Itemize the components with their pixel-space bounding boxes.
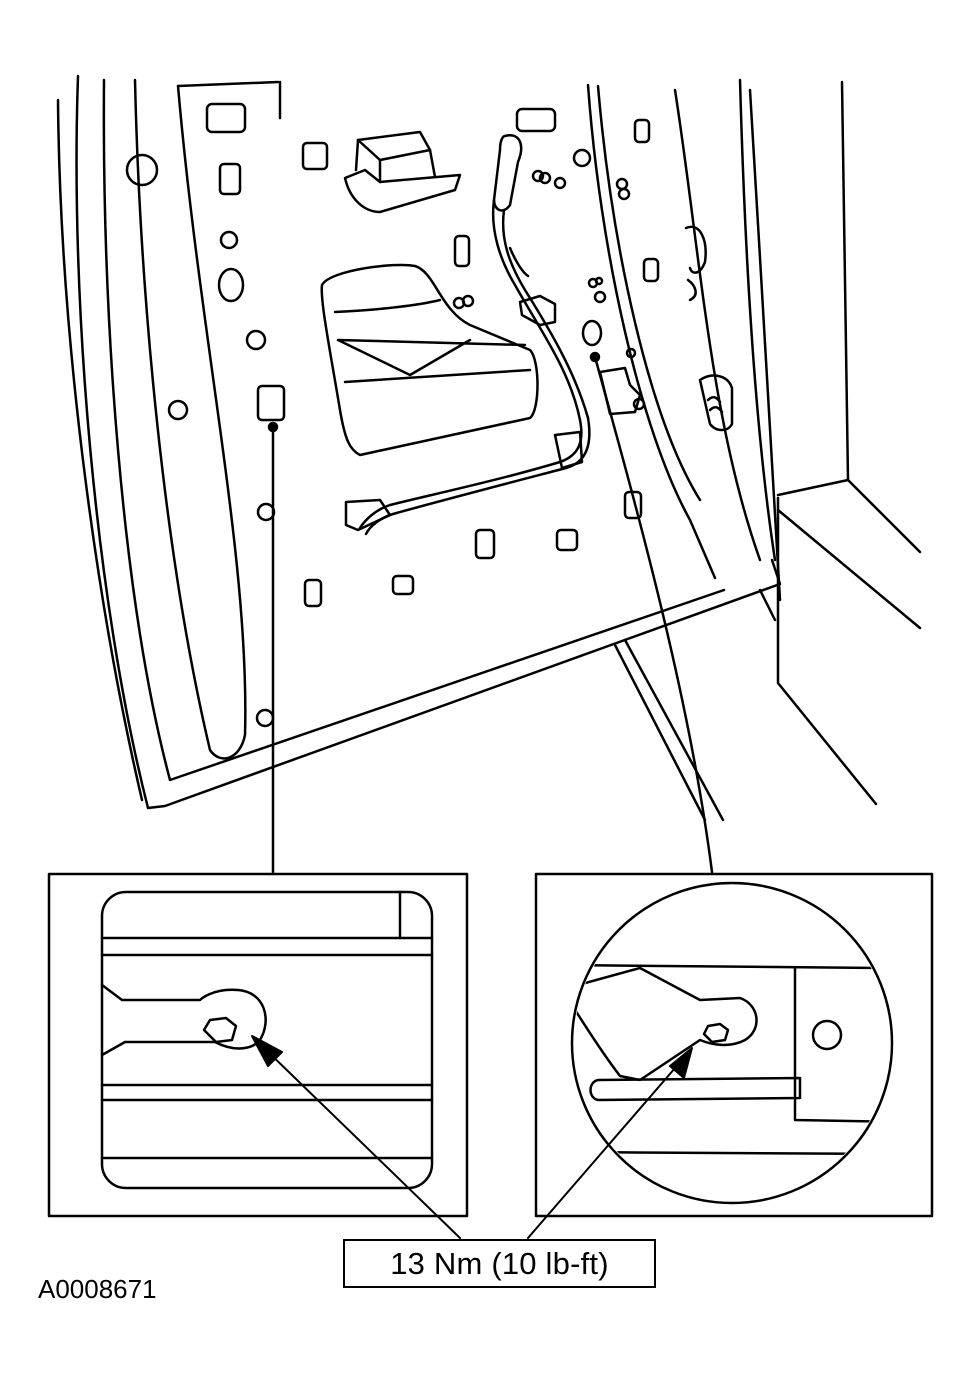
panel-slot xyxy=(453,234,471,268)
panel-hole xyxy=(219,230,239,250)
panel-hole xyxy=(615,177,629,191)
bolt-hex-left xyxy=(202,1016,238,1044)
door-outer-inner-edge xyxy=(102,78,726,782)
sill-top xyxy=(776,478,922,554)
bolt-detail-right xyxy=(534,872,934,1218)
panel-right-flange xyxy=(596,84,702,502)
panel-hole xyxy=(594,276,604,286)
harness-connector xyxy=(518,294,557,327)
panel-hole xyxy=(617,187,631,201)
access-opening xyxy=(320,263,539,457)
panel-hole xyxy=(593,290,607,304)
opening-inner-line-1 xyxy=(333,298,442,314)
panel-hole xyxy=(625,347,637,359)
panel-slot xyxy=(515,107,557,133)
wiring-harness xyxy=(358,134,591,536)
panel-slot xyxy=(623,490,643,520)
panel-slot xyxy=(256,384,286,422)
panel-hole xyxy=(572,148,592,168)
door-outer-edge xyxy=(75,74,782,810)
detail-inset-left xyxy=(100,890,434,1190)
door-inner-panel xyxy=(56,74,782,810)
panel-hole xyxy=(553,176,567,190)
door-latch-edge xyxy=(673,88,762,562)
bolt-hex-right xyxy=(702,1022,730,1044)
opening-inner-line-3 xyxy=(343,368,532,384)
panel-hole xyxy=(245,329,267,351)
figure-id: A0008671 xyxy=(38,1274,157,1304)
panel-right-edge xyxy=(586,83,717,580)
torque-spec-label: 13 Nm (10 lb-ft) xyxy=(343,1239,656,1288)
body-edge-lower xyxy=(758,588,777,622)
detail-frame-left xyxy=(47,872,469,1218)
panel-hole xyxy=(531,169,545,183)
arrowhead-left xyxy=(251,1035,283,1067)
panel-hole xyxy=(167,399,189,421)
opening-inner-line-2 xyxy=(336,338,527,347)
detail-frame-right xyxy=(534,872,934,1218)
pillar-hole xyxy=(811,1019,843,1051)
pillar-curve xyxy=(748,88,782,602)
panel-slot xyxy=(301,141,329,171)
harness-bracket-2 xyxy=(553,430,584,470)
sill-face xyxy=(776,496,878,806)
leader-right xyxy=(593,355,714,874)
panel-slot xyxy=(474,528,496,560)
panel-slot xyxy=(633,118,651,144)
opening-inner-line-4 xyxy=(336,338,472,377)
torque-callout-arrows xyxy=(251,1035,693,1239)
bracket-slot-left xyxy=(100,983,267,1057)
harness-bracket xyxy=(344,498,392,532)
door-frame-curve xyxy=(56,98,144,802)
panel-slot xyxy=(555,528,579,552)
panel-hole xyxy=(461,294,475,308)
panel-hole xyxy=(256,502,276,522)
panel-slot xyxy=(642,257,660,283)
door-rods xyxy=(613,638,725,822)
door-check-mark xyxy=(706,396,724,414)
panel-slot xyxy=(218,162,242,196)
panel-slot xyxy=(391,574,415,596)
panel-hole xyxy=(255,708,275,728)
hinge-clip-2 xyxy=(686,278,697,302)
arrowhead-right xyxy=(669,1047,693,1079)
panel-top-edge xyxy=(176,80,280,88)
sill-edge xyxy=(776,508,922,630)
panel-hole xyxy=(125,153,159,187)
panel-hole xyxy=(581,319,603,347)
door-inner-channel xyxy=(133,78,247,760)
detail-magnifier-right xyxy=(570,881,894,1205)
leader-lines xyxy=(267,351,714,874)
handle-bracket xyxy=(343,130,462,214)
panel-slot xyxy=(205,102,247,134)
door-check xyxy=(698,374,734,432)
pillar-line xyxy=(840,80,850,482)
panel-hole xyxy=(217,267,245,303)
panel-hole xyxy=(538,171,552,185)
hinge-clip xyxy=(684,225,707,274)
panel-slot xyxy=(303,578,323,608)
door-edge-outer xyxy=(738,78,777,562)
body-structure xyxy=(748,80,922,806)
